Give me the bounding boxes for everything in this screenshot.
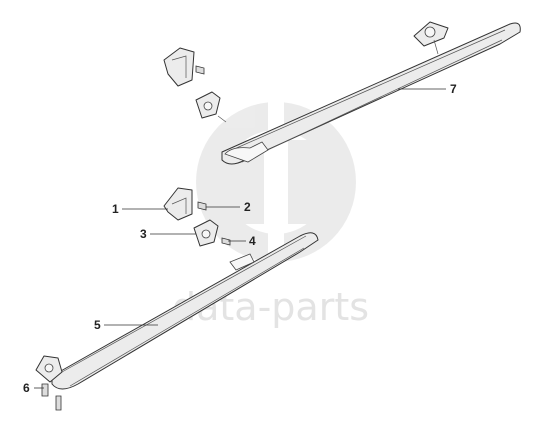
callout-label-2: 2: [244, 200, 251, 214]
clamp-plate: [193, 219, 219, 247]
upper-bracket: [163, 47, 205, 87]
callout-2: 2: [206, 200, 251, 214]
callout-4: 4: [228, 234, 256, 248]
front-bracket: [163, 187, 193, 221]
callout-label-1: 1: [112, 202, 119, 216]
callout-6: 6: [23, 381, 44, 395]
callout-7: 7: [398, 82, 457, 96]
callout-1: 1: [112, 202, 168, 216]
callout-5: 5: [94, 318, 158, 332]
callout-label-5: 5: [94, 318, 101, 332]
clamp-screw: [221, 237, 231, 246]
callout-label-3: 3: [140, 227, 147, 241]
front-end-cap-lower: [35, 355, 63, 383]
callout-label-6: 6: [23, 381, 30, 395]
callout-3: 3: [140, 227, 196, 241]
watermark-logo: [196, 100, 356, 264]
left-roof-rail: [51, 232, 319, 390]
callout-label-7: 7: [450, 82, 457, 96]
end-cap-screw: [41, 383, 62, 411]
front-bracket-screw: [197, 201, 207, 211]
rear-end-cap-upper: [413, 21, 449, 55]
upper-clamp: [195, 91, 227, 123]
right-roof-rail: [221, 22, 521, 165]
callout-label-4: 4: [249, 234, 256, 248]
